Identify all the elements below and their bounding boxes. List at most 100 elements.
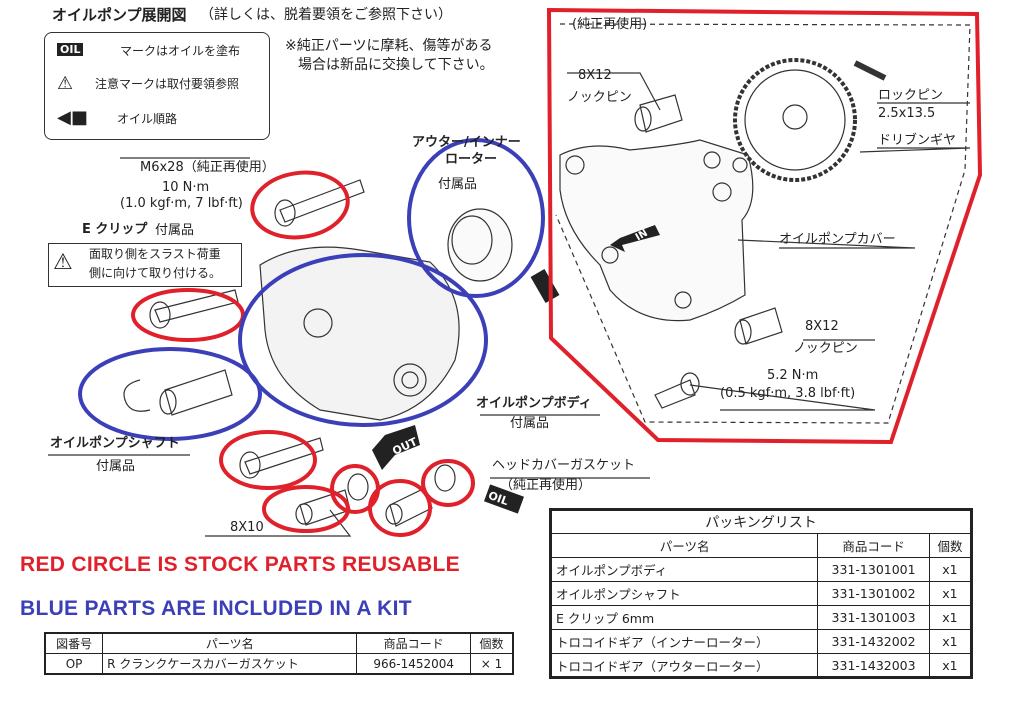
- cell: オイルポンプシャフト: [549, 581, 819, 606]
- pump-shaft-label: オイルポンプシャフト: [50, 436, 180, 451]
- dowel1-label: ノックピン: [567, 90, 632, 105]
- eclip-warning-box: ⚠ 面取り側をスラスト荷重 側に向けて取り付ける。: [48, 243, 242, 287]
- legend-box: OIL マークはオイルを塗布 ⚠ 注意マークは取付要領参照 ◀■ オイル順路: [44, 32, 270, 140]
- caution-triangle-icon: ⚠: [53, 250, 73, 275]
- gasket-ring-b: [434, 464, 456, 492]
- pump-shaft-included-label: 付属品: [96, 459, 136, 474]
- cell: トロコイドギア（アウターローター）: [549, 653, 819, 678]
- red-circle-ring-b: [421, 459, 475, 507]
- op-header-code: 商品コード: [356, 632, 471, 654]
- red-circle-bolt-low: [219, 430, 317, 490]
- op-cell: OP: [44, 653, 104, 675]
- e-clip-drawing: [123, 379, 151, 412]
- red-reusable-group-outline: [546, 7, 983, 445]
- diagram-title: オイルポンプ展開図: [52, 6, 187, 24]
- red-circle-note: RED CIRCLE IS STOCK PARTS REUSABLE: [20, 553, 460, 576]
- note-line2: 場合は新品に交換して下さい。: [298, 57, 494, 73]
- driven-gear-label: ドリブンギヤ: [878, 133, 957, 148]
- bolt-torque-alt-label: (1.0 kgf·m, 7 lbf·ft): [120, 196, 243, 211]
- shaft-drawing: [159, 369, 233, 416]
- op-header-name: パーツ名: [102, 632, 358, 654]
- caution-triangle-icon: ⚠: [57, 73, 74, 94]
- oil-route-arrow-icon: ◀■: [57, 107, 88, 128]
- diagram-subtitle: （詳しくは、脱着要領をご参照下さい）: [200, 7, 452, 23]
- gasket-reuse-label: （純正再使用）: [500, 478, 592, 493]
- pump-body-label: オイルポンプボディ: [476, 396, 592, 411]
- cell: x1: [928, 629, 973, 654]
- blue-circle-pump-body: [238, 253, 488, 427]
- red-circle-bolt-top: [250, 170, 350, 240]
- legend-caution-text: 注意マークは取付要領参照: [95, 77, 240, 91]
- cell: オイルポンプボディ: [549, 557, 819, 582]
- dowel-8x12-bottom: [734, 307, 783, 345]
- gasket-ring-a: [347, 473, 369, 501]
- note-line1: ※純正パーツに摩耗、傷等がある: [285, 38, 493, 54]
- cell: 331-1301001: [817, 557, 930, 582]
- cover-torque-alt-label: (0.5 kgf·m, 3.8 lbf·ft): [720, 386, 856, 401]
- eclip-label: E クリップ: [82, 222, 148, 237]
- dowel2-label: ノックピン: [793, 341, 858, 356]
- eclip-included-label: 付属品: [155, 223, 195, 238]
- reuse-group-label: (純正再使用): [572, 17, 648, 32]
- dowel2-size-label: 8X12: [805, 319, 839, 334]
- header-part-name: パーツ名: [549, 533, 819, 558]
- header-qty: 個数: [928, 533, 973, 558]
- cover-torque-label: 5.2 N·m: [767, 368, 819, 383]
- dowel-8x12-top: [634, 94, 683, 133]
- lockpin-label: ロックピン: [878, 88, 944, 103]
- rotor-label-1: アウター/インナー: [412, 135, 521, 150]
- cell: トロコイドギア（インナーローター）: [549, 629, 819, 654]
- pump-body-included-label: 付属品: [510, 416, 550, 431]
- blue-circle-shaft: [78, 347, 262, 441]
- cell: x1: [928, 653, 973, 678]
- op-cell: R クランクケースカバーガスケット: [102, 653, 358, 675]
- op-header-number: 図番号: [44, 632, 104, 654]
- legend-oil-text: マークはオイルを塗布: [120, 44, 241, 58]
- red-circle-bolt-mid: [131, 288, 245, 342]
- cell: 331-1301002: [817, 581, 930, 606]
- red-circle-dowel-b: [368, 479, 432, 537]
- out-arrow-icon: [372, 425, 420, 470]
- dowel1-size-label: 8X12: [578, 68, 612, 83]
- cover-bolt-drawing: [654, 372, 700, 409]
- cell: x1: [928, 557, 973, 582]
- cell: 331-1432002: [817, 629, 930, 654]
- cell: x1: [928, 605, 973, 630]
- op-header-qty: 個数: [470, 632, 514, 654]
- bolt-lower-drawing: [239, 437, 324, 479]
- reuse-group-dashed-outline: [555, 23, 971, 424]
- header-code: 商品コード: [817, 533, 930, 558]
- eclip-warning-line1: 面取り側をスラスト荷重: [89, 247, 221, 261]
- lock-pin-drawing: [853, 60, 887, 81]
- blue-circle-rotor: [407, 138, 545, 298]
- oil-pump-body-drawing: [259, 246, 460, 421]
- driven-gear-drawing: [733, 58, 857, 182]
- packing-list-title: パッキングリスト: [550, 509, 972, 534]
- lockpin-size-label: 2.5x13.5: [878, 106, 936, 121]
- rotor-drawing: [447, 208, 513, 282]
- rotor-label-2: ローター: [445, 152, 498, 167]
- pump-body-bore: [303, 308, 333, 338]
- oil-tag-icon-2: [530, 269, 560, 303]
- cell: 331-1432003: [817, 653, 930, 678]
- rotor-included-label: 付属品: [438, 177, 478, 192]
- op-cell: × 1: [470, 653, 514, 675]
- oil-mark-icon: OIL: [57, 43, 84, 57]
- dowel-8x10-label: 8X10: [230, 520, 264, 535]
- bolt-spec-label: M6x28（純正再使用）: [140, 160, 275, 175]
- in-arrow-icon: [610, 225, 660, 252]
- cell: 331-1301003: [817, 605, 930, 630]
- eclip-warning-line2: 側に向けて取り付ける。: [89, 266, 222, 280]
- bolt-m6x28-drawing: [274, 179, 365, 227]
- op-cell: 966-1452004: [356, 653, 471, 675]
- legend-arrow-text: オイル順路: [117, 112, 178, 126]
- blue-parts-note: BLUE PARTS ARE INCLUDED IN A KIT: [20, 597, 412, 620]
- bolt-torque-label: 10 N·m: [162, 180, 210, 195]
